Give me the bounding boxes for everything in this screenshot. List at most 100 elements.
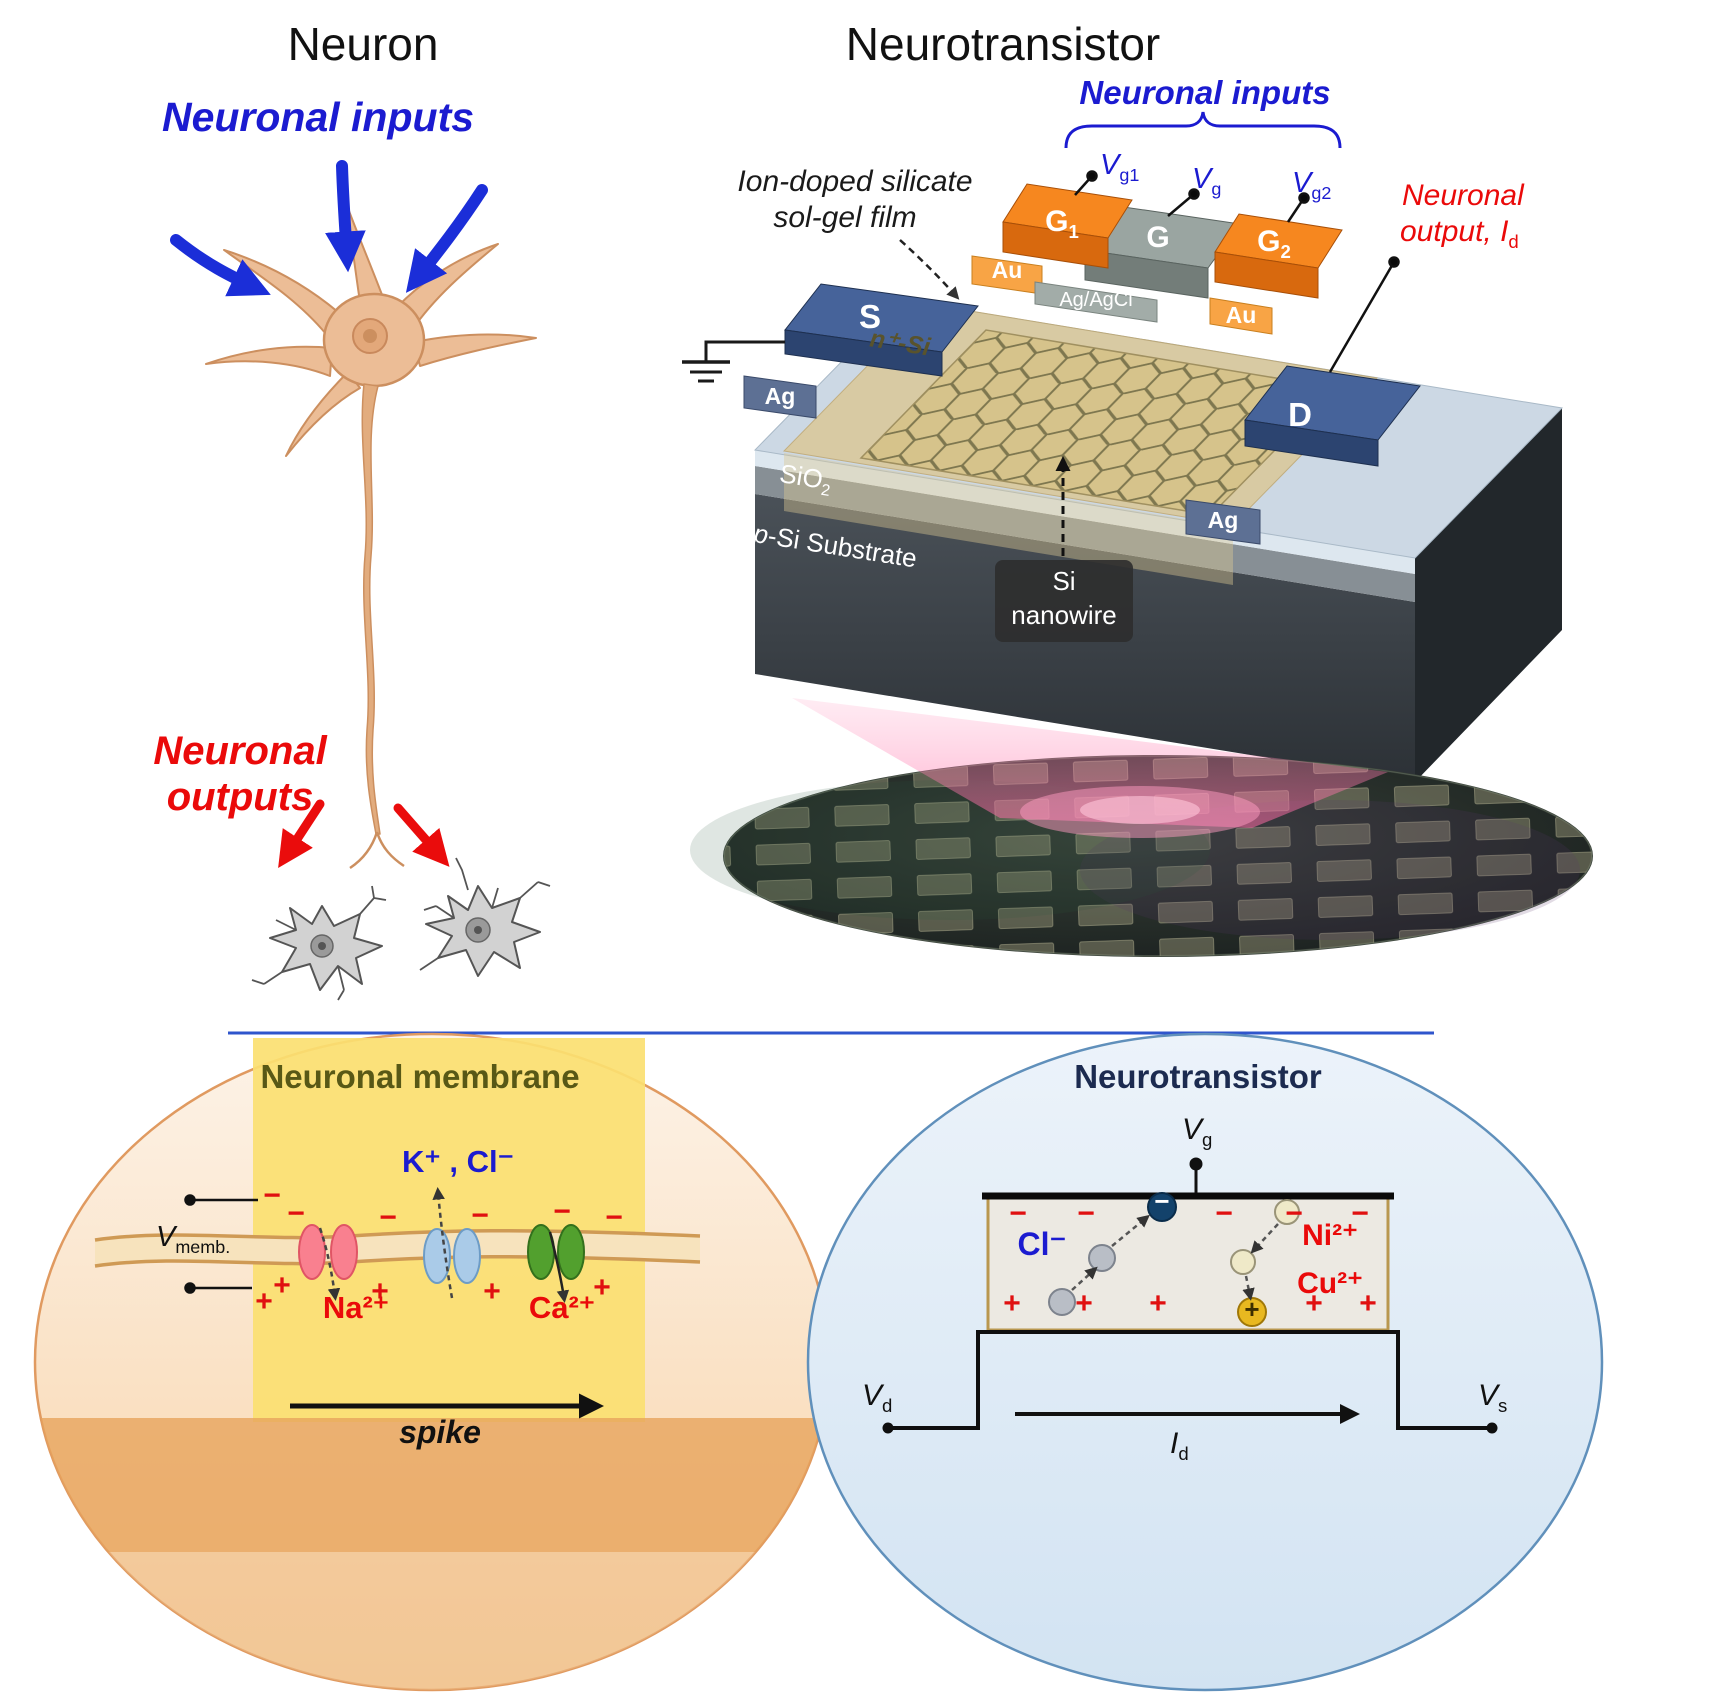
cation-ion bbox=[1230, 1249, 1256, 1275]
kcl-label: K⁺ , Cl⁻ bbox=[402, 1144, 514, 1179]
s-electrode-label: S bbox=[858, 298, 882, 335]
vg-circuit-label: Vg bbox=[1182, 1113, 1213, 1150]
vg2-label: Vg2 bbox=[1292, 167, 1332, 203]
minus-charge: − bbox=[379, 1201, 397, 1234]
g-electrode-label: G bbox=[1146, 221, 1170, 254]
minus-charge: − bbox=[471, 1199, 489, 1232]
substrate-side-face bbox=[1415, 408, 1562, 782]
g2-electrode-label: G2 bbox=[1257, 225, 1291, 262]
minus-charge: − bbox=[553, 1195, 571, 1228]
sodium-channel bbox=[298, 1224, 358, 1280]
vd-label: Vd bbox=[862, 1379, 893, 1416]
film-label-1: Ion-doped silicate bbox=[737, 165, 973, 198]
film-callout-arrow bbox=[899, 239, 960, 300]
plus-charge: + bbox=[593, 1271, 611, 1304]
agagcl-label: Ag/AgCl bbox=[1059, 289, 1133, 311]
projection-cone bbox=[792, 698, 1388, 828]
ag-pad-d bbox=[1185, 499, 1261, 545]
neuronal-inputs-label: Neuronal inputs bbox=[161, 94, 475, 140]
plus-charge: + bbox=[255, 1285, 273, 1318]
nanowire-label-1: Si bbox=[1052, 566, 1076, 596]
transistor-panel-art bbox=[806, 1032, 1604, 1692]
electrode-d bbox=[1244, 365, 1421, 467]
gate-wires bbox=[1074, 170, 1400, 373]
neuron-illustration bbox=[170, 160, 551, 1001]
cl-ion bbox=[1088, 1244, 1116, 1272]
si-nanowire-callout bbox=[995, 560, 1133, 642]
neuronal-input-arrows bbox=[170, 160, 488, 297]
membrane-panel-art bbox=[33, 1032, 831, 1692]
agagcl-pad bbox=[1034, 281, 1158, 323]
membrane-dark-band bbox=[35, 1418, 829, 1552]
ag-label-s: Ag bbox=[764, 383, 796, 409]
plus-charge: + bbox=[1075, 1287, 1093, 1320]
membrane-lower-band bbox=[35, 1552, 829, 1690]
plus-charge: + bbox=[273, 1269, 291, 1302]
id-label: Id bbox=[1170, 1427, 1189, 1464]
spike-label: spike bbox=[399, 1414, 481, 1450]
cation-plus-sign: + bbox=[1244, 1294, 1260, 1324]
au-label-g1: Au bbox=[991, 257, 1023, 283]
nanowire-label-2: nanowire bbox=[1011, 600, 1117, 630]
plus-charge: + bbox=[1359, 1287, 1377, 1320]
au-label-g2: Au bbox=[1225, 302, 1257, 328]
minus-charge: − bbox=[263, 1179, 281, 1212]
plus-charge: + bbox=[1305, 1287, 1323, 1320]
plus-charge: + bbox=[483, 1275, 501, 1308]
solgel-film-drape bbox=[784, 453, 1233, 585]
ion-drift-arrows bbox=[1071, 1214, 1279, 1301]
electrode-g1 bbox=[1002, 183, 1133, 269]
cu-label: Cu²⁺ bbox=[1297, 1267, 1363, 1300]
ca-flow-arrow bbox=[548, 1231, 570, 1303]
projection-glow-core bbox=[1080, 796, 1200, 824]
minus-charge: − bbox=[1351, 1197, 1369, 1230]
membrane-title: Neuronal membrane bbox=[260, 1058, 580, 1095]
ca-label: Ca²⁺ bbox=[528, 1290, 596, 1325]
kcl-flow-arrow bbox=[432, 1187, 454, 1299]
neuronal-outputs-label-2: outputs bbox=[166, 775, 314, 819]
g1-electrode-label: G1 bbox=[1045, 205, 1079, 242]
device-inputs-label: Neuronal inputs bbox=[1079, 74, 1331, 111]
anion-minus-sign: − bbox=[1154, 1186, 1170, 1216]
neuronal-outputs-label-1: Neuronal bbox=[153, 729, 327, 773]
anion-at-gate bbox=[1147, 1192, 1177, 1222]
vmemb-label: Vmemb. bbox=[156, 1221, 231, 1257]
minus-charge: − bbox=[1009, 1197, 1027, 1230]
vg-label: Vg bbox=[1192, 163, 1222, 199]
gate-dielectric-box bbox=[986, 1194, 1390, 1332]
film-label-2: sol-gel film bbox=[773, 201, 917, 234]
vs-label: Vs bbox=[1478, 1379, 1508, 1416]
neuronal-output-arrows bbox=[278, 799, 450, 869]
na-flow-arrow bbox=[318, 1227, 341, 1301]
sio2-layer bbox=[755, 466, 1415, 602]
neuron-title: Neuron bbox=[287, 18, 439, 70]
axon bbox=[361, 383, 381, 835]
ground-symbol bbox=[682, 340, 785, 383]
plus-charge: + bbox=[1149, 1287, 1167, 1320]
d-electrode-label: D bbox=[1288, 396, 1312, 433]
au-pad-g2 bbox=[1209, 297, 1273, 335]
nanowire-mesh-hex bbox=[861, 330, 1336, 515]
plus-charge: + bbox=[1003, 1287, 1021, 1320]
ag-label-d: Ag bbox=[1207, 507, 1239, 533]
minus-charge: − bbox=[605, 1201, 623, 1234]
output-label-1: Neuronal bbox=[1402, 179, 1524, 212]
neurotransistor-title: Neurotransistor bbox=[845, 18, 1161, 70]
plus-charge: + bbox=[371, 1275, 389, 1308]
cation-ion bbox=[1274, 1199, 1300, 1225]
target-neurons bbox=[251, 857, 551, 1001]
cl-label: Cl⁻ bbox=[1017, 1226, 1067, 1262]
minus-charge: − bbox=[1285, 1197, 1303, 1230]
ag-pad-s bbox=[743, 375, 817, 419]
vg1-label: Vg1 bbox=[1100, 149, 1140, 185]
calcium-channel bbox=[527, 1224, 585, 1280]
inputs-brace bbox=[1064, 111, 1342, 149]
cl-ion bbox=[1048, 1288, 1076, 1316]
neuron-cell bbox=[205, 191, 537, 870]
channel-circuit bbox=[888, 1330, 1492, 1430]
vd-terminal bbox=[882, 1422, 894, 1434]
electrode-s bbox=[784, 283, 979, 377]
transistor-title: Neurotransistor bbox=[1074, 1058, 1322, 1095]
ni-label: Ni²⁺ bbox=[1302, 1219, 1358, 1252]
